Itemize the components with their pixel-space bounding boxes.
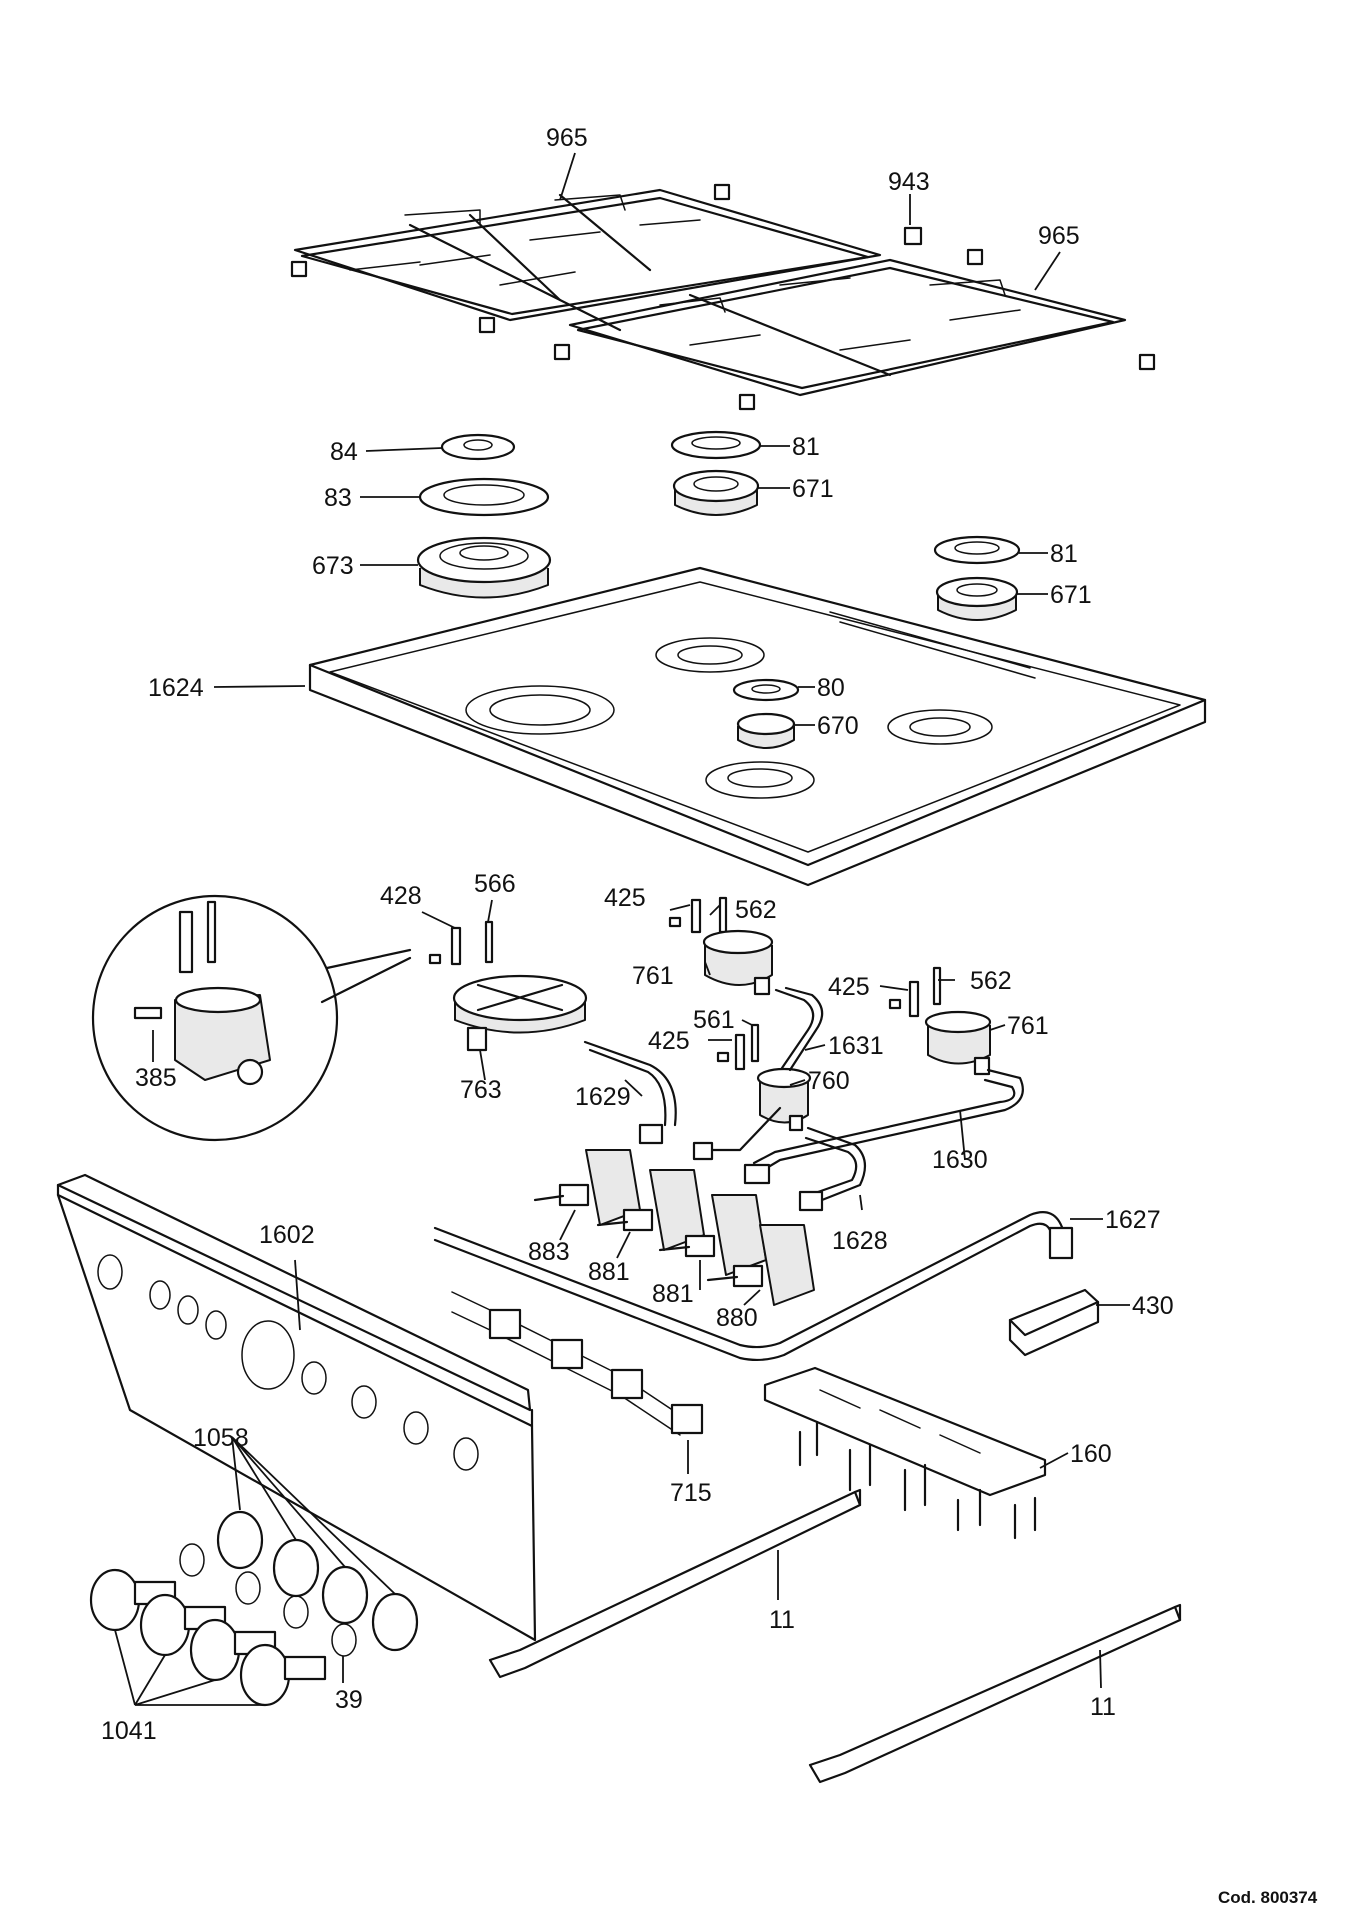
label-880: 880 <box>716 1304 758 1332</box>
electrodes <box>428 896 942 1071</box>
burner-body-761b <box>924 1010 992 1076</box>
pan-support-left <box>290 183 882 334</box>
burner-head-670 <box>736 712 796 749</box>
label-80: 80 <box>817 674 845 702</box>
label-1629: 1629 <box>575 1083 631 1111</box>
label-11a: 11 <box>769 1606 795 1634</box>
label-881a: 881 <box>588 1258 630 1286</box>
label-385: 385 <box>135 1064 177 1092</box>
label-1624: 1624 <box>148 674 204 702</box>
label-761b: 761 <box>1007 1012 1049 1040</box>
label-673: 673 <box>312 552 354 580</box>
gas-tap-880 <box>706 1224 815 1306</box>
burner-cap-80 <box>732 678 800 702</box>
label-761a: 761 <box>632 962 674 990</box>
label-425a: 425 <box>604 884 646 912</box>
leader-lines <box>114 152 1130 1706</box>
label-1602: 1602 <box>259 1221 315 1249</box>
label-562a: 562 <box>735 896 777 924</box>
springs-39 <box>179 1543 357 1657</box>
burner-head-671-top <box>672 469 760 516</box>
label-83: 83 <box>324 484 352 512</box>
label-763: 763 <box>460 1076 502 1104</box>
burner-body-761a <box>702 929 774 996</box>
label-1041: 1041 <box>101 1717 157 1745</box>
switch-harness-715 <box>451 1291 704 1436</box>
burner-head-671-right <box>935 576 1019 621</box>
label-39: 39 <box>335 1686 363 1714</box>
support-bar-upper <box>488 1488 862 1679</box>
burner-body-760 <box>756 1067 812 1132</box>
rubber-foot-943 <box>903 226 923 246</box>
label-566: 566 <box>474 870 516 898</box>
diagram-code: Cod. 800374 <box>1218 1888 1318 1907</box>
detail-inset <box>91 894 412 1142</box>
label-671a: 671 <box>792 475 834 503</box>
gas-tap-881a <box>596 1169 705 1251</box>
label-160: 160 <box>1070 1440 1112 1468</box>
burner-head-673 <box>416 536 552 599</box>
label-1627: 1627 <box>1105 1206 1161 1234</box>
burner-body-763 <box>452 974 588 1052</box>
label-965a: 965 <box>546 124 588 152</box>
pan-support-right <box>553 248 1156 411</box>
label-881b: 881 <box>652 1280 694 1308</box>
label-883: 883 <box>528 1238 570 1266</box>
label-561: 561 <box>693 1006 735 1034</box>
bezels-1058 <box>216 1510 419 1652</box>
part-labels: 965 943 965 84 83 673 81 671 81 671 1624… <box>101 124 1174 1745</box>
label-715: 715 <box>670 1479 712 1507</box>
gas-tap-881b <box>658 1194 767 1276</box>
label-430: 430 <box>1132 1292 1174 1320</box>
label-1631: 1631 <box>828 1032 884 1060</box>
label-1628: 1628 <box>832 1227 888 1255</box>
knobs-1041 <box>89 1568 327 1707</box>
label-965b: 965 <box>1038 222 1080 250</box>
burner-cap-81-top <box>670 430 762 460</box>
label-428: 428 <box>380 882 422 910</box>
label-670: 670 <box>817 712 859 740</box>
label-81b: 81 <box>1050 540 1078 568</box>
gas-taps <box>533 1149 815 1306</box>
label-760: 760 <box>808 1067 850 1095</box>
gas-rail-1627 <box>433 1211 1074 1362</box>
label-562b: 562 <box>970 967 1012 995</box>
label-81a: 81 <box>792 433 820 461</box>
label-84: 84 <box>330 438 358 466</box>
label-11b: 11 <box>1090 1693 1116 1721</box>
burner-ring-83 <box>418 477 550 517</box>
bracket-160 <box>763 1366 1047 1497</box>
screws <box>798 1420 1037 1540</box>
label-425c: 425 <box>648 1027 690 1055</box>
burner-cap-84 <box>440 433 516 461</box>
label-425b: 425 <box>828 973 870 1001</box>
label-671b: 671 <box>1050 581 1092 609</box>
ignition-generator-430 <box>1008 1288 1100 1357</box>
gas-pipes <box>583 986 1024 1212</box>
burner-cap-81-right <box>933 535 1021 565</box>
support-bar-lower <box>808 1603 1182 1784</box>
label-1630: 1630 <box>932 1146 988 1174</box>
control-panel-1602 <box>56 1173 537 1642</box>
label-943: 943 <box>888 168 930 196</box>
label-1058: 1058 <box>193 1424 249 1452</box>
